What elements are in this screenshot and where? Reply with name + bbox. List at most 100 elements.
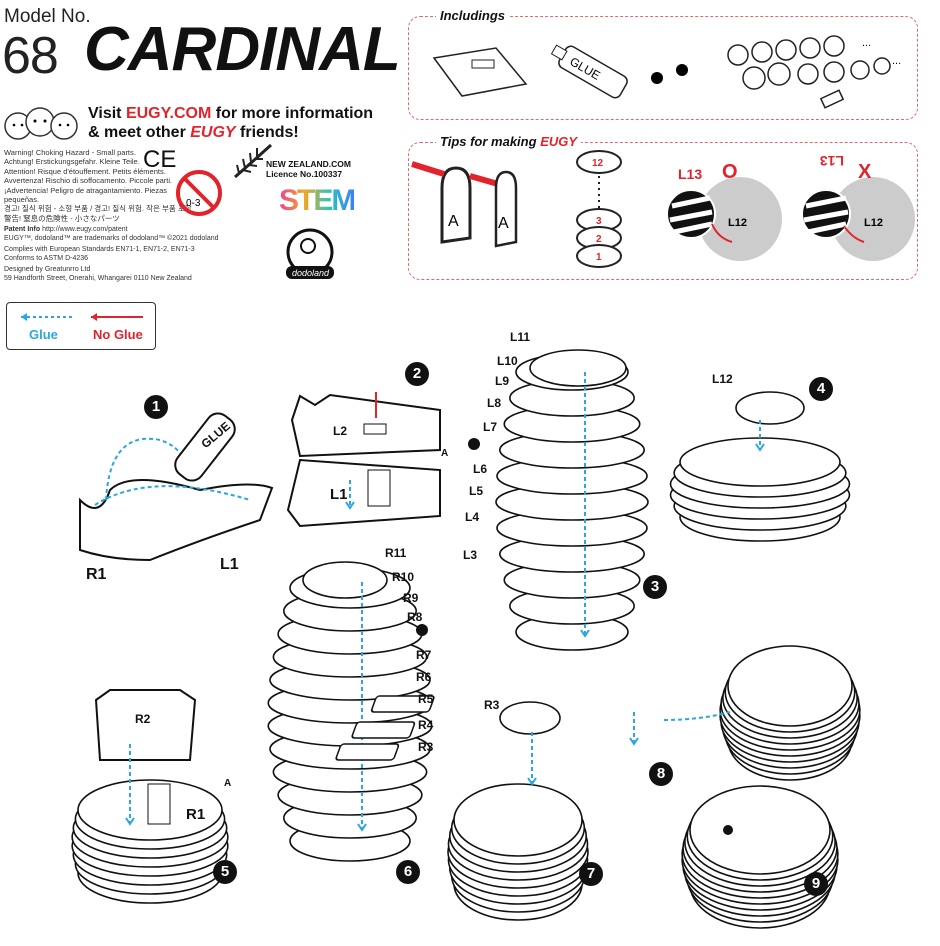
glue-arrow bbox=[357, 823, 367, 832]
visit-text: Visit EUGY.COM for more information & me… bbox=[88, 105, 374, 141]
step-4-number: 4 bbox=[809, 377, 833, 401]
tail-part bbox=[370, 695, 435, 713]
layer bbox=[453, 783, 583, 857]
part-label: R4 bbox=[418, 718, 434, 732]
svg-text:L13: L13 bbox=[678, 166, 702, 182]
tail-part bbox=[351, 721, 416, 739]
layer bbox=[689, 785, 831, 875]
part-label: R11 bbox=[385, 546, 407, 560]
step-6-number: 6 bbox=[396, 860, 420, 884]
legend-no-glue: No Glue bbox=[93, 327, 143, 342]
svg-text:X: X bbox=[858, 161, 872, 183]
part-a-shape bbox=[367, 469, 391, 507]
stem-logo: STEM bbox=[279, 184, 356, 217]
part-label: L10 bbox=[497, 354, 518, 368]
includings-box bbox=[408, 16, 918, 120]
page-title: CARDINAL bbox=[84, 15, 401, 84]
part-r1: R1 bbox=[186, 806, 206, 823]
ce-mark: CE bbox=[143, 146, 177, 173]
step-3-number: 3 bbox=[643, 575, 667, 599]
part-l12-shape bbox=[735, 391, 805, 425]
svg-text:L12: L12 bbox=[728, 217, 747, 229]
svg-text:2: 2 bbox=[596, 234, 602, 245]
part-label: R6 bbox=[416, 670, 432, 684]
part-l1-shape bbox=[286, 458, 441, 528]
step-1-number: 1 bbox=[144, 395, 168, 419]
step-2-number: 2 bbox=[405, 362, 429, 386]
part-a: A bbox=[441, 448, 449, 459]
part-label: L9 bbox=[495, 374, 510, 388]
svg-text:3: 3 bbox=[596, 216, 602, 227]
part-r2-shape bbox=[94, 689, 197, 761]
svg-text:A: A bbox=[448, 213, 459, 230]
instruction-sheet-icon bbox=[432, 47, 528, 97]
part-label: R3 bbox=[418, 740, 434, 754]
part-r3: R3 bbox=[484, 698, 500, 712]
age-warning-icon: 0-3 bbox=[176, 170, 222, 216]
part-r1: R1 bbox=[86, 566, 107, 583]
glue-legend: Glue No Glue bbox=[6, 302, 156, 350]
svg-text:L12: L12 bbox=[864, 217, 883, 229]
part-label: R7 bbox=[416, 648, 432, 662]
glue-arrow bbox=[125, 817, 135, 826]
tips-title: Tips for making EUGY bbox=[436, 134, 582, 149]
part-label: L5 bbox=[469, 484, 484, 498]
part-label: L7 bbox=[483, 420, 498, 434]
eye-bead bbox=[416, 624, 428, 636]
layer bbox=[727, 645, 853, 727]
part-l12: L12 bbox=[712, 372, 733, 386]
svg-text:12: 12 bbox=[592, 158, 604, 169]
part-label: L4 bbox=[465, 510, 480, 524]
fern-icon bbox=[234, 143, 273, 179]
part-l2: L2 bbox=[333, 424, 348, 438]
part-r11-shape bbox=[302, 561, 388, 599]
part-label: R10 bbox=[392, 570, 415, 584]
svg-text:0-3: 0-3 bbox=[186, 198, 201, 209]
includings-items: GLUE ...... bbox=[432, 35, 901, 109]
part-label: R5 bbox=[418, 692, 434, 706]
svg-text:A: A bbox=[498, 215, 509, 232]
glue-path bbox=[94, 485, 251, 506]
slot bbox=[363, 423, 387, 435]
eugy-link[interactable]: EUGY.COM bbox=[125, 105, 212, 122]
layer bbox=[679, 437, 841, 487]
legal-info: Patent Info http://www.eugy.com/patent E… bbox=[4, 226, 219, 282]
warnings: Warning! Choking Hazard - Small parts.Ac… bbox=[4, 148, 192, 223]
svg-text:...: ... bbox=[892, 55, 901, 67]
part-label: R8 bbox=[407, 610, 423, 624]
includings-title: Includings bbox=[436, 8, 509, 23]
model-number: 68 bbox=[2, 27, 59, 85]
tail-part bbox=[335, 743, 400, 761]
disc-numbers: 12 3 2 1 bbox=[592, 158, 604, 263]
correct-orientation-icon: L13 O L12 bbox=[666, 161, 782, 261]
glue-arrow bbox=[580, 629, 590, 638]
pressed-result-icon: A bbox=[494, 170, 518, 248]
part-l1: L1 bbox=[330, 486, 348, 503]
part-a: A bbox=[224, 778, 232, 789]
model-label: Model No. bbox=[4, 6, 91, 27]
tips-box bbox=[408, 142, 918, 280]
glue-tube bbox=[174, 412, 236, 482]
part-a-shape bbox=[147, 783, 171, 825]
step-8-number: 8 bbox=[649, 762, 673, 786]
part-r2: R2 bbox=[135, 712, 151, 726]
part-label: L11 bbox=[510, 330, 531, 344]
eye-bead bbox=[468, 438, 480, 450]
step-5-number: 5 bbox=[213, 860, 237, 884]
svg-text:1: 1 bbox=[596, 252, 602, 263]
parts-discs-icon bbox=[727, 35, 891, 109]
dodoland-logo: dodoland bbox=[286, 228, 334, 279]
svg-text:...: ... bbox=[862, 37, 871, 49]
press-tip-icon: A bbox=[411, 161, 499, 244]
glue-arrow bbox=[755, 443, 765, 452]
svg-text:L13: L13 bbox=[820, 153, 844, 169]
svg-text:O: O bbox=[722, 161, 738, 183]
legend-glue: Glue bbox=[29, 327, 58, 342]
part-label: L6 bbox=[473, 462, 488, 476]
step-9-number: 9 bbox=[804, 872, 828, 896]
part-l1-shape bbox=[79, 479, 274, 562]
part-l1: L1 bbox=[220, 556, 239, 573]
